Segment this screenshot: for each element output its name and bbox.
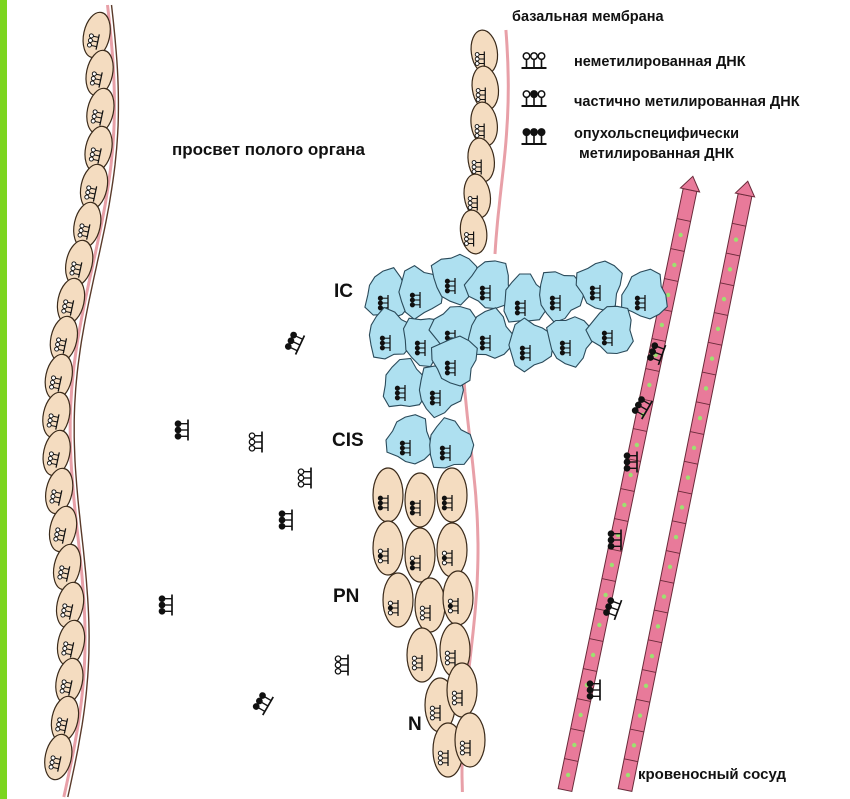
vessel-cell-nucleus: [626, 773, 630, 777]
epithelial-cell-icon: [447, 663, 477, 717]
tumor-mass: [365, 254, 667, 468]
vessel-cell-nucleus: [622, 503, 626, 507]
vessel-cell-nucleus: [610, 563, 614, 567]
blood-vessel-label: кровеносный сосуд: [638, 766, 786, 783]
lollipop-dna-icon: [298, 468, 311, 489]
vessel-cell-nucleus: [662, 594, 666, 598]
lollipop-dna-icon: [249, 432, 262, 453]
premalignant-cells: [373, 468, 485, 777]
lollipop-dna-icon: [522, 129, 547, 144]
vessel-cell-nucleus: [728, 267, 732, 271]
vessel-cell-nucleus: [692, 446, 696, 450]
vessel-cell-nucleus: [668, 565, 672, 569]
vessel-cell-nucleus: [660, 323, 664, 327]
lollipop-dna-icon: [284, 330, 304, 354]
stage-pn-label: PN: [333, 586, 359, 608]
vessel-cell-nucleus: [650, 654, 654, 658]
epithelial-cell-icon: [405, 473, 435, 527]
lollipop-dna-icon: [335, 655, 348, 676]
lollipop-dna-icon: [522, 53, 547, 68]
legend-markers: [522, 53, 547, 144]
stage-ic-label: IC: [334, 281, 353, 303]
vessel-cell-nucleus: [680, 505, 684, 509]
vessel-cell-nucleus: [674, 535, 678, 539]
stage-n-label: N: [408, 714, 422, 736]
lollipop-dna-icon: [159, 595, 172, 616]
vessel-cell-nucleus: [635, 443, 639, 447]
left-organ-wall: [39, 5, 119, 797]
epithelial-cell-icon: [407, 628, 437, 682]
vessel-cell-nucleus: [678, 233, 682, 237]
epithelial-cell-icon: [443, 571, 473, 625]
lumen-label: просвет полого органа: [172, 140, 365, 160]
vessel-cell-nucleus: [591, 653, 595, 657]
legend-unmethylated-label: неметилированная ДНК: [574, 54, 746, 70]
vessel-wall: [558, 176, 699, 791]
epithelial-cell-icon: [405, 528, 435, 582]
basement-membrane-label: базальная мембрана: [512, 9, 664, 25]
left-green-strip: [0, 0, 7, 799]
vessel-cell-nucleus: [603, 593, 607, 597]
vessel-cell-nucleus: [632, 743, 636, 747]
vessel-cell-nucleus: [672, 263, 676, 267]
vessel-cell-nucleus: [644, 684, 648, 688]
legend-tumor-label: опухольспецифически: [574, 126, 739, 142]
vessel-cell-nucleus: [647, 383, 651, 387]
vessel-cell-nucleus: [722, 297, 726, 301]
vessel-cell-nucleus: [572, 743, 576, 747]
vessel-cell-nucleus: [704, 386, 708, 390]
vessel-cell-nucleus: [686, 475, 690, 479]
lollipop-dna-icon: [522, 91, 547, 106]
vessel-cell-nucleus: [698, 416, 702, 420]
vessel-cell-nucleus: [734, 237, 738, 241]
epithelial-cell-icon: [437, 523, 467, 577]
vessel-cell-nucleus: [566, 773, 570, 777]
epithelial-cell-icon: [373, 521, 403, 575]
vessel-cell-nucleus: [656, 624, 660, 628]
vessel-cell-nucleus: [716, 327, 720, 331]
lollipop-dna-icon: [175, 420, 188, 441]
epithelial-cell-icon: [41, 732, 76, 782]
epithelial-cell-icon: [415, 578, 445, 632]
tumor-cell-icon: [576, 261, 622, 310]
stage-cis-label: CIS: [332, 430, 364, 452]
epithelial-cell-icon: [373, 468, 403, 522]
vessel-cell-nucleus: [628, 473, 632, 477]
vessel-cell-nucleus: [597, 623, 601, 627]
vessel-cell-nucleus: [578, 713, 582, 717]
epithelial-cell-icon: [437, 468, 467, 522]
lollipop-dna-icon: [252, 691, 274, 716]
lollipop-dna-icon: [279, 510, 292, 531]
epithelial-cell-icon: [383, 573, 413, 627]
vessel-cell-nucleus: [638, 713, 642, 717]
vessel-cell-nucleus: [710, 356, 714, 360]
tumor-cell-icon: [386, 415, 432, 464]
epithelial-cell-icon: [455, 713, 485, 767]
tumor-cell-icon: [509, 318, 553, 372]
legend-partial-label: частично метилированная ДНК: [574, 94, 800, 110]
legend-tumor-label-line2: метилированная ДНК: [579, 146, 734, 162]
tumor-cell-icon: [586, 306, 633, 353]
vessel-cell-nucleus: [666, 293, 670, 297]
tumor-cell-icon: [547, 317, 594, 367]
